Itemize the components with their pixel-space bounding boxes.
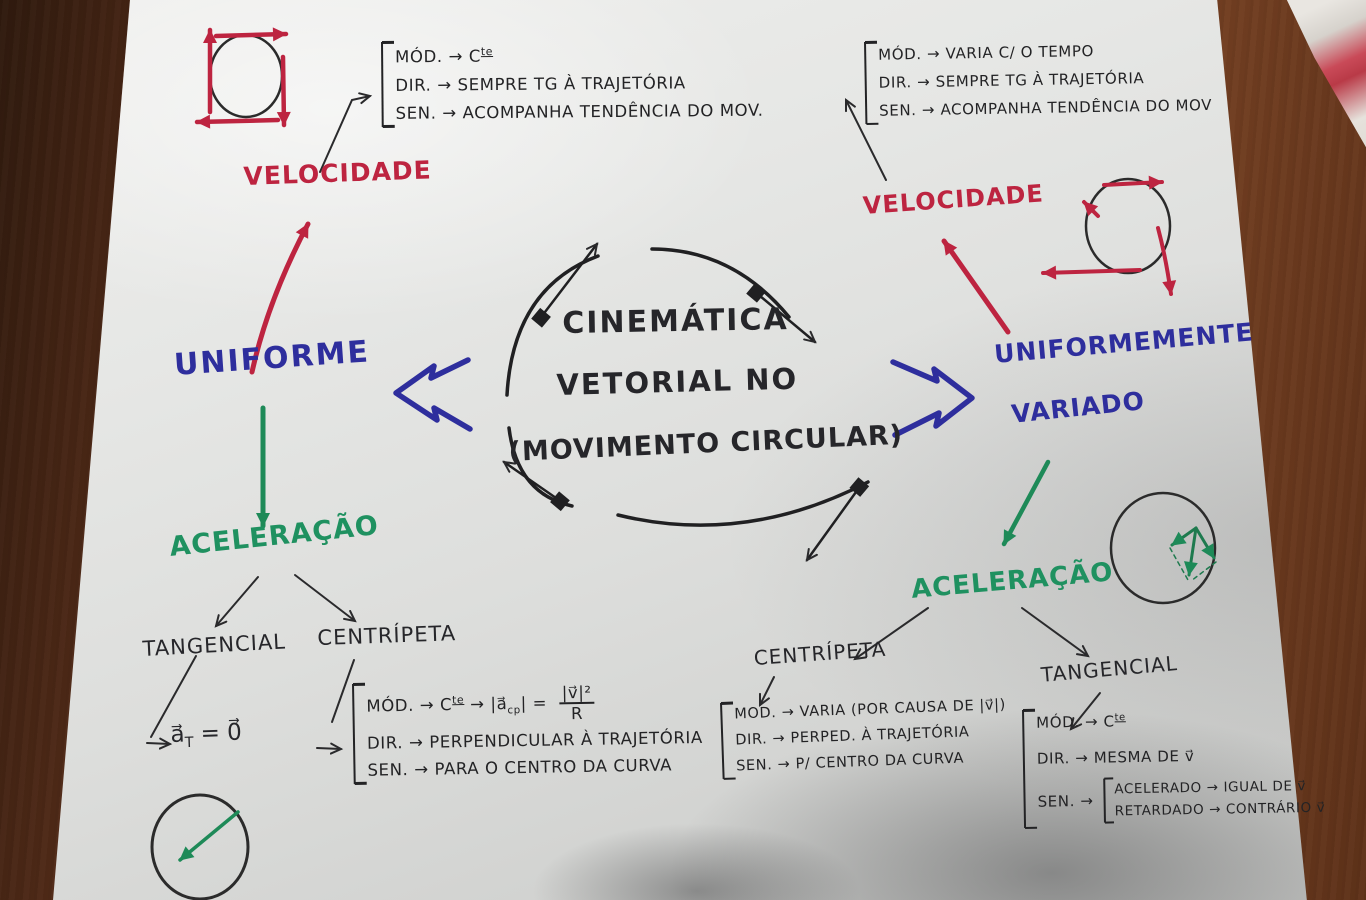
tang-right-dir: DIR. → MESMA DE v⃗ bbox=[1036, 747, 1195, 768]
tang-right-sen-retardado: RETARDADO → CONTRÁRIO v⃗ bbox=[1114, 799, 1326, 820]
velocidade-left-properties: MÓD. → Cte DIR. → SEMPRE TG À TRAJETÓRIA… bbox=[381, 38, 764, 127]
centr-right-mod: MOD. → VARIA (POR CAUSA DE |v⃗|) bbox=[734, 697, 1007, 723]
tang-right-sen-prefix: SEN. → bbox=[1037, 791, 1094, 811]
vel-left-dir: DIR. → SEMPRE TG À TRAJETÓRIA bbox=[395, 72, 686, 95]
connector-velocidade-right-to-bracket bbox=[844, 98, 887, 181]
centripeta-right-properties: MOD. → VARIA (POR CAUSA DE |v⃗|) DIR. → … bbox=[720, 693, 1009, 779]
acceleration-components-circle-sketch bbox=[1109, 491, 1217, 605]
tang-right-mod: MÓD. → C bbox=[1036, 712, 1115, 732]
connector-centripeta-left-line bbox=[331, 659, 355, 723]
centripeta-left-properties: MÓD. → Cte → |a⃗cp| = |v⃗|² R DIR. → PER… bbox=[352, 677, 704, 784]
vel-right-sen: SEN. → ACOMPANHA TENDÊNCIA DO MOV bbox=[879, 95, 1213, 120]
tang-right-sen-acelerado: ACELERADO → IGUAL DE v⃗ bbox=[1114, 778, 1307, 798]
centripetal-direction-circle-sketch bbox=[150, 793, 250, 900]
connector-aceleracao-left-to-centripeta bbox=[294, 574, 357, 623]
centr-left-mod-c: MÓD. → C bbox=[366, 695, 453, 716]
centr-right-dir: DIR. → PERPED. À TRAJETÓRIA bbox=[735, 724, 970, 749]
tangencial-right-properties: MÓD. → Cte DIR. → MESMA DE v⃗ SEN. → ACE… bbox=[1022, 704, 1326, 828]
red-arrow-variado-to-velocidade bbox=[941, 238, 1011, 335]
green-arrow-variado-to-aceleracao bbox=[1001, 459, 1051, 547]
red-arrow-uniforme-to-velocidade bbox=[249, 221, 311, 375]
central-circular-motion-sketch bbox=[502, 242, 870, 562]
center-title-line2: VETORIAL NO bbox=[556, 361, 799, 402]
connector-centripeta-left-arrow bbox=[316, 742, 344, 755]
connector-aceleracao-right-to-centripeta bbox=[853, 607, 929, 661]
blue-arrow-to-uniforme bbox=[393, 357, 473, 432]
connector-centripeta-right-to-bracket bbox=[759, 676, 775, 707]
connector-tangencial-left-line bbox=[150, 655, 197, 738]
connector-aceleracao-right-to-tangencial bbox=[1021, 607, 1090, 658]
vel-left-mod: MÓD. → C bbox=[395, 46, 482, 67]
centripeta-left-label: CENTRÍPETA bbox=[317, 621, 457, 650]
velocidade-right-properties: MÓD. → VARIA C/ O TEMPO DIR. → SEMPRE TG… bbox=[864, 35, 1213, 124]
uniform-velocity-circle-sketch bbox=[194, 27, 291, 129]
vel-right-dir: DIR. → SEMPRE TG À TRAJETÓRIA bbox=[878, 69, 1145, 92]
centr-left-sen: SEN. → PARA O CENTRO DA CURVA bbox=[367, 755, 673, 780]
vel-right-mod: MÓD. → VARIA C/ O TEMPO bbox=[878, 41, 1095, 64]
connector-tangencial-left-arrow bbox=[146, 737, 173, 750]
tangencial-left-equation: a⃗T = 0⃗ bbox=[170, 719, 243, 752]
tangencial-sen-sub-bracket: ACELERADO → IGUAL DE v⃗ RETARDADO → CONT… bbox=[1103, 774, 1326, 823]
connector-velocidade-left-to-bracket bbox=[319, 92, 373, 173]
vel-left-sen: SEN. → ACOMPANHA TENDÊNCIA DO MOV. bbox=[395, 100, 764, 123]
centripetal-acceleration-fraction: |v⃗|² R bbox=[558, 683, 596, 723]
centr-left-dir: DIR. → PERPENDICULAR À TRAJETÓRIA bbox=[366, 727, 703, 753]
center-title-line1: CINEMÁTICA bbox=[562, 302, 789, 341]
connector-aceleracao-left-to-tangencial bbox=[214, 576, 259, 628]
varied-velocity-circle-sketch bbox=[1041, 175, 1177, 296]
blue-arrow-to-uniformemente-variado bbox=[890, 359, 975, 438]
